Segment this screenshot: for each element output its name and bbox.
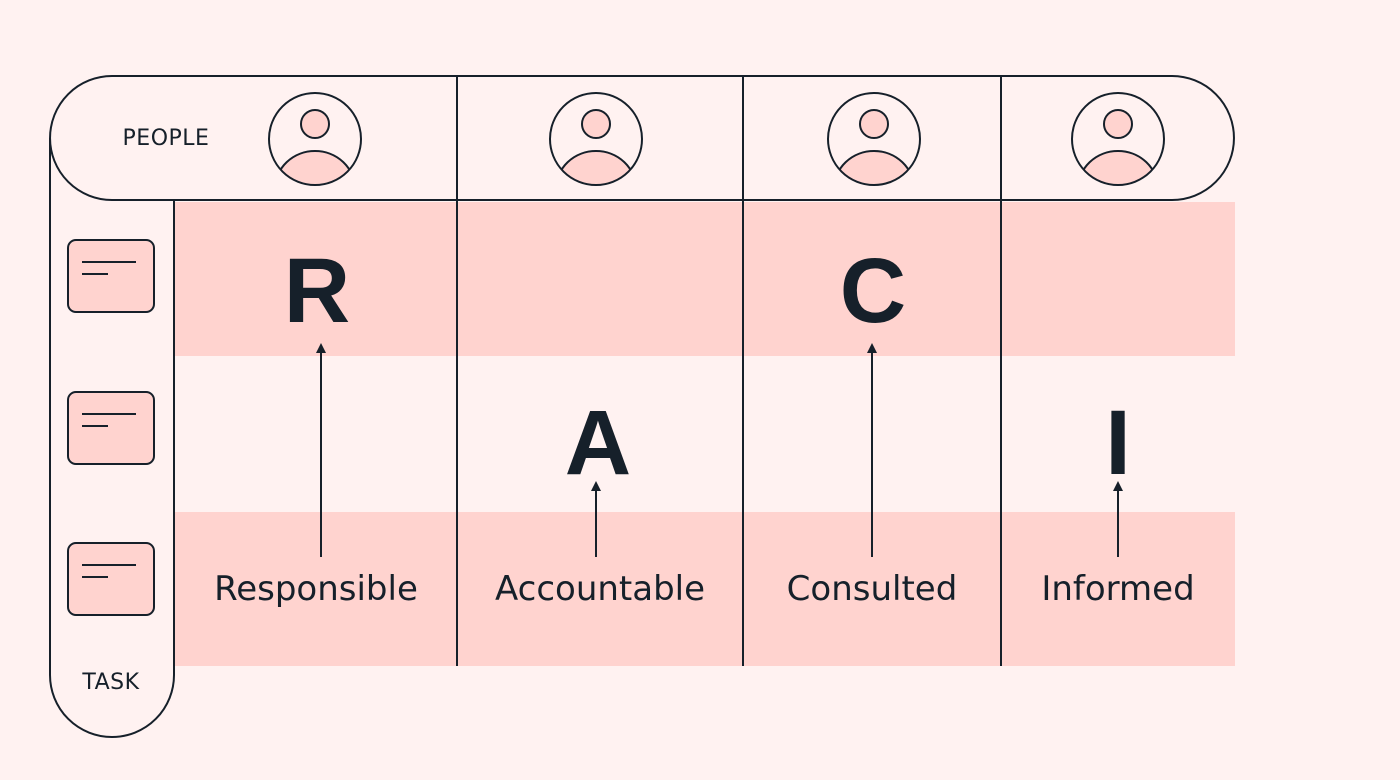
letter-informed: I: [1105, 392, 1131, 494]
task-card-icon: [67, 239, 155, 313]
person-avatar-icon: [1071, 92, 1165, 186]
role-label-responsible: Responsible: [214, 569, 418, 609]
person-avatar-icon: [827, 92, 921, 186]
row-band-bottom: [175, 512, 1235, 666]
task-column-outline: [49, 138, 175, 738]
arrowhead-accountable: [591, 481, 601, 491]
row-band-top: [175, 202, 1235, 356]
task-header-label: TASK: [82, 670, 140, 695]
arrowhead-consulted: [867, 343, 877, 353]
task-card-icon: [67, 542, 155, 616]
arrowhead-informed: [1113, 481, 1123, 491]
role-label-accountable: Accountable: [494, 569, 706, 609]
people-header-outline: [49, 75, 1235, 201]
role-label-consulted: Consulted: [786, 569, 958, 609]
letter-accountable: A: [564, 392, 632, 494]
task-card-icon: [67, 391, 155, 465]
letter-consulted: C: [839, 240, 907, 342]
person-avatar-icon: [549, 92, 643, 186]
arrowhead-responsible: [316, 343, 326, 353]
letter-responsible: R: [283, 240, 351, 342]
role-label-informed: Informed: [1041, 569, 1195, 609]
person-avatar-icon: [268, 92, 362, 186]
people-header-label: PEOPLE: [122, 126, 210, 151]
